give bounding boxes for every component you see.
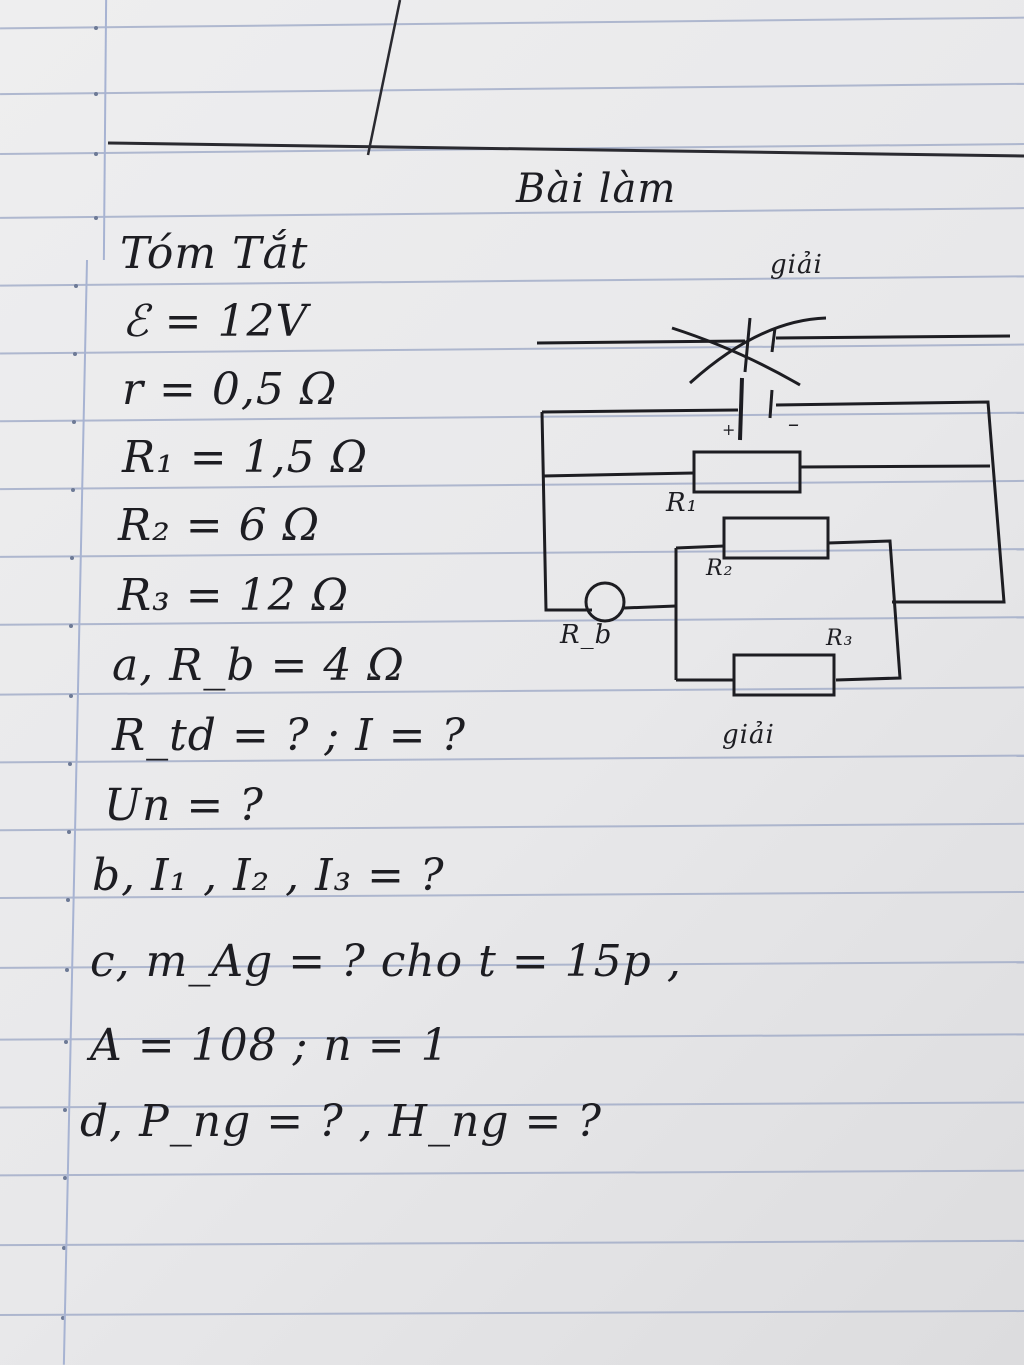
question-c-mass: c, m_Ag = ? cho t = 15p , [90,936,682,987]
binder-dot [68,762,72,766]
given-r2: R₂ = 6 Ω [118,500,321,551]
given-r: r = 0,5 Ω [122,364,338,415]
given-emf: ℰ = 12V [122,296,309,347]
binder-dot [67,830,71,834]
binder-dot [69,624,73,628]
label-giai-top: giải [770,250,823,280]
binder-dot [94,92,98,96]
binder-dot [71,488,75,492]
binder-dot [94,216,98,220]
binder-dot [72,420,76,424]
outer-wire [541,400,1006,604]
question-b-currents: b, I₁ , I₂ , I₃ = ? [92,850,445,901]
label-minus: – [788,412,800,437]
binder-dot [74,284,78,288]
resistor-r2 [722,516,830,560]
binder-dot [63,1176,67,1180]
label-r3: R₃ [826,626,854,651]
binder-dot [69,694,73,698]
binder-dot [63,1108,67,1112]
question-d-power: d, P_ng = ? , H_ng = ? [80,1096,602,1147]
binder-dot [65,968,69,972]
label-r2: R₂ [706,556,734,581]
battery-plate-long [738,377,744,441]
binder-dot [62,1246,66,1250]
rb-circle [584,581,626,623]
parallel-wires [674,539,902,682]
heading-tom-tat: Tóm Tắt [120,228,309,279]
resistor-r3 [732,653,836,697]
label-giai-bottom: giải [722,720,775,750]
cross-stroke [671,326,801,387]
binder-dot [70,556,74,560]
heading-bai-lam: Bài làm [516,166,677,212]
binder-dot [94,152,98,156]
binder-dot [64,1040,68,1044]
given-a-n: A = 108 ; n = 1 [90,1020,450,1071]
question-a-rb: a, R_b = 4 Ω [112,640,405,691]
cross-stroke-2 [688,316,827,385]
binder-dot [66,898,70,902]
given-r3: R₃ = 12 Ω [118,570,350,621]
left-wire [540,411,592,612]
binder-dot [73,352,77,356]
r1-wire [542,464,991,478]
label-r1: R₁ [666,488,698,518]
battery-plate-short [768,389,774,419]
rb-wire [623,604,677,610]
crossed-battery [743,317,777,373]
resistor-r1 [692,450,802,494]
question-un: Un = ? [104,780,264,831]
label-plus: + [722,420,737,439]
binder-dot [94,26,98,30]
label-rb: R_b [560,620,613,650]
given-r1: R₁ = 1,5 Ω [122,432,369,483]
question-rtd-i: R_td = ? ; I = ? [112,710,467,761]
